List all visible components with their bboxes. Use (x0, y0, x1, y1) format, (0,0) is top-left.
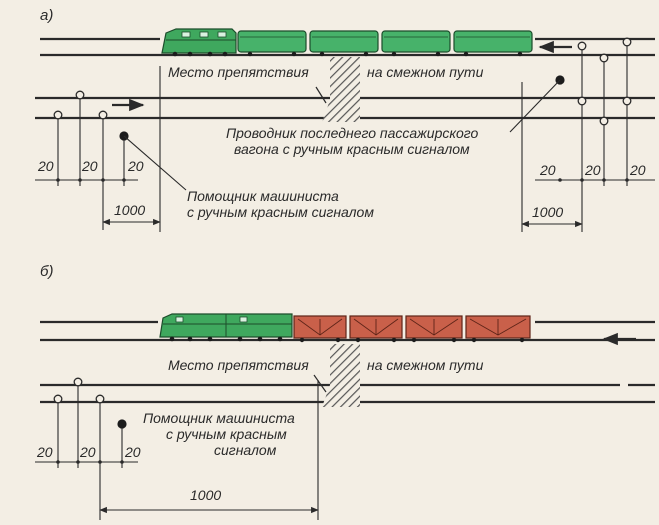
detonator-marker (73, 377, 83, 387)
assistant-label-line2: с ручным красным сигналом (187, 204, 374, 220)
panel-b-letter: б) (40, 263, 53, 280)
adjacent-track-label: на смежном пути (367, 357, 484, 373)
assistant-label-line3: сигналом (214, 442, 277, 458)
total-distance-label: 1000 (190, 487, 221, 503)
total-distance-label: 1000 (532, 204, 563, 220)
panel-b: б) (35, 263, 655, 520)
obstacle-hatch (322, 344, 360, 407)
detonator-marker (622, 96, 632, 106)
obstacle-hatch (322, 57, 360, 122)
conductor-label-line2: вагона с ручным красным сигналом (234, 141, 470, 157)
panel-a-obstacle (315, 57, 360, 122)
panel-a-letter: а) (40, 7, 53, 24)
adjacent-track-label: на смежном пути (367, 64, 484, 80)
detonator-marker (53, 394, 63, 404)
detonator-marker (98, 110, 108, 120)
detonator-marker (75, 90, 85, 100)
freight-car-icon (405, 315, 463, 343)
obstacle-leader (313, 374, 327, 393)
conductor-label-line1: Проводник последнего пассажирского (226, 125, 479, 141)
locomotive-icon (159, 313, 293, 342)
passenger-car-icon (309, 30, 379, 57)
detonator-marker (95, 394, 105, 404)
obstacle-label: Место препятствия (168, 64, 309, 80)
conductor-leader (509, 79, 561, 133)
total-distance-label: 1000 (114, 202, 145, 218)
obstacle-leader (315, 86, 327, 104)
freight-car-icon (349, 315, 403, 343)
assistant-marker (117, 419, 127, 429)
distance-label: 20 (81, 158, 98, 174)
distance-label: 20 (584, 162, 601, 178)
panel-a-train (161, 28, 533, 57)
distance-label: 20 (79, 444, 96, 460)
assistant-label-line1: Помощник машиниста (187, 188, 339, 204)
panel-b-train (159, 313, 531, 343)
panel-a-right-posts (577, 37, 632, 126)
obstacle-label: Место препятствия (168, 357, 309, 373)
detonator-marker (577, 41, 587, 51)
freight-car-icon (465, 315, 531, 343)
detonator-marker (622, 37, 632, 47)
distance-label: 20 (124, 444, 141, 460)
assistant-label-line2: с ручным красным (166, 426, 287, 442)
assistant-leader (123, 135, 187, 191)
locomotive-icon (161, 28, 237, 57)
freight-car-icon (293, 315, 347, 343)
panel-a-left-posts (53, 90, 108, 120)
distance-label: 20 (36, 444, 53, 460)
passenger-car-icon (453, 30, 533, 57)
panel-a: а) (35, 7, 655, 232)
distance-label: 20 (127, 158, 144, 174)
panel-b-obstacle (313, 344, 360, 407)
passenger-car-icon (381, 30, 451, 57)
panel-a-arrows (112, 40, 572, 112)
distance-label: 20 (37, 158, 54, 174)
assistant-label-line1: Помощник машиниста (143, 410, 295, 426)
detonator-marker (599, 116, 609, 126)
distance-label: 20 (629, 162, 646, 178)
distance-label: 20 (539, 162, 556, 178)
detonator-marker (53, 110, 63, 120)
passenger-car-icon (237, 30, 307, 57)
detonator-marker (599, 53, 609, 63)
detonator-marker (577, 96, 587, 106)
